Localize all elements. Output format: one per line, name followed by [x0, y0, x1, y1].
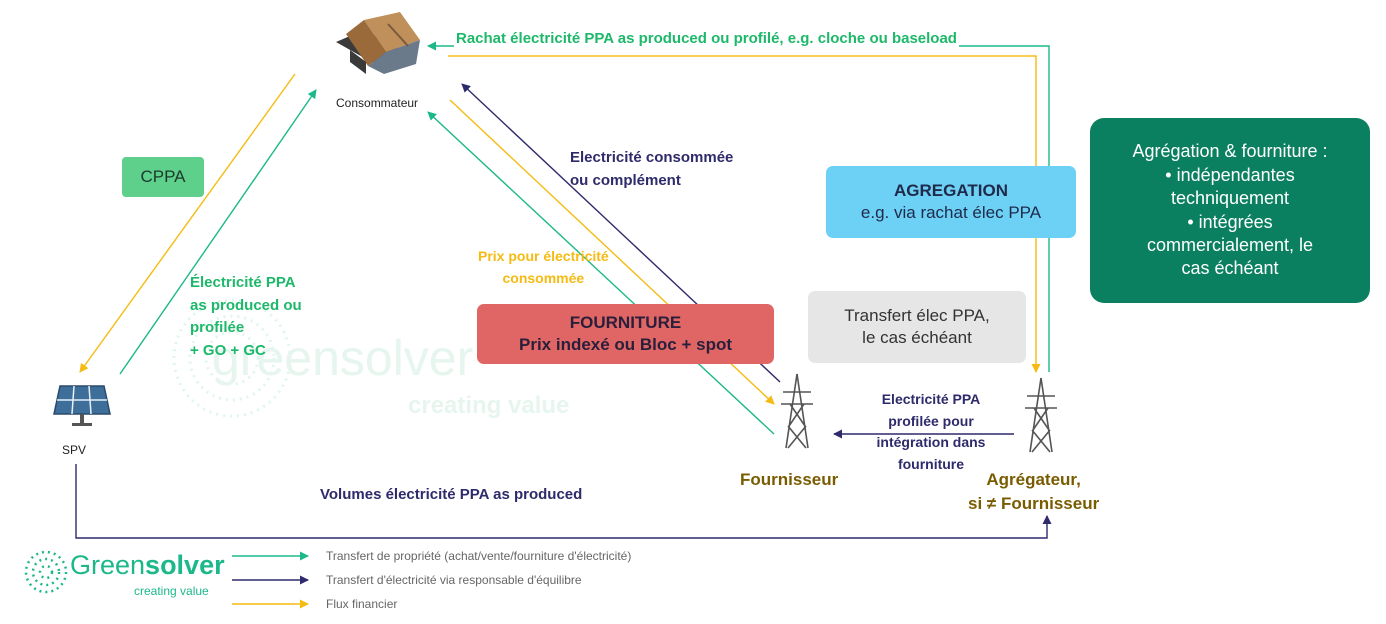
volumes-label: Volumes électricité PPA as produced — [320, 486, 583, 503]
agregation-box: AGREGATION e.g. via rachat élec PPA — [826, 166, 1076, 238]
arrow-supplier-to-consumer-supply — [427, 111, 775, 435]
fourniture-box: FOURNITURE Prix indexé ou Bloc + spot — [477, 304, 774, 364]
price-label-line1: Prix pour électricité — [478, 248, 609, 264]
agregation-box-title: AGREGATION — [894, 180, 1008, 200]
ppa-electricity-line2: as produced ou — [190, 296, 302, 314]
transfert-box: Transfert élec PPA, le cas échéant — [808, 291, 1026, 363]
aggregator-label: Agrégateur, si ≠ Fournisseur — [968, 468, 1099, 516]
info-box-line2: • indépendantes — [1165, 164, 1295, 185]
greensolver-logo-icon — [24, 550, 68, 594]
profiled-electricity-label: Electricité PPA profilée pour intégratio… — [862, 389, 1000, 476]
logo-green: Green — [70, 550, 146, 580]
info-box-line1: Agrégation & fourniture : — [1132, 141, 1328, 162]
arrow-top-ppa-payment — [448, 55, 1041, 373]
fourniture-box-subtitle: Prix indexé ou Bloc + spot — [518, 335, 733, 354]
ppa-electricity-line1: Électricité PPA — [190, 274, 296, 291]
spv-label: SPV — [62, 443, 87, 457]
arrow-spv-to-aggregator-volumes — [75, 464, 1052, 539]
cppa-box-label: CPPA — [140, 166, 186, 186]
arrow-spv-to-consumer-ppa — [119, 89, 317, 375]
fourniture-box-title: FOURNITURE — [569, 312, 682, 332]
consumed-electricity-line1: Electricité consommée — [570, 149, 734, 166]
profiled-electricity-line2: profilée pour — [888, 412, 974, 429]
watermark-word: greensolver — [212, 330, 474, 386]
arrow-consumer-to-spv-payment — [79, 73, 296, 373]
watermark-text: greensolver — [212, 328, 473, 388]
watermark-tagline: creating value — [408, 392, 570, 419]
supplier-label: Fournisseur — [740, 470, 839, 489]
agregation-box-subtitle: e.g. via rachat élec PPA — [860, 203, 1042, 222]
price-label-line2: consommée — [502, 269, 585, 286]
pylon-icon-aggregator — [1025, 377, 1057, 453]
top-flow-label: Rachat électricité PPA as produced ou pr… — [454, 30, 959, 48]
legend-label-ownership: Transfert de propriété (achat/vente/four… — [326, 549, 632, 563]
info-box-line3: techniquement — [1170, 188, 1290, 209]
cppa-box: CPPA — [122, 157, 204, 197]
logo-solver: solver — [145, 550, 225, 580]
profiled-electricity-line3: intégration dans — [876, 434, 986, 451]
profiled-electricity-line4: fourniture — [897, 456, 965, 473]
pylon-icon-supplier — [781, 373, 813, 449]
price-label: Prix pour électricité consommée — [478, 246, 609, 289]
consumer-label: Consommateur — [336, 96, 419, 110]
profiled-electricity-line1: Electricité PPA — [881, 391, 981, 407]
ppa-electricity-line3: profilée — [190, 319, 245, 336]
consumed-electricity-label: Electricité consommée ou complément — [570, 147, 733, 192]
legend-label-balancing: Transfert d'électricité via responsable … — [326, 573, 582, 587]
transfert-box-line1: Transfert élec PPA, — [844, 305, 990, 325]
transfert-box-line2: le cas échéant — [862, 328, 972, 347]
greensolver-logo: Greensolver — [70, 552, 225, 579]
info-box-line4: • intégrées — [1187, 211, 1273, 232]
legend-label-financial: Flux financier — [326, 597, 398, 611]
info-box-line6: cas échéant — [1181, 258, 1279, 279]
aggregator-label-line1: Agrégateur, — [986, 470, 1081, 489]
ppa-electricity-line4: + GO + GC — [190, 341, 266, 359]
watermark — [172, 298, 292, 418]
logo-tagline: creating value — [134, 584, 209, 598]
solar-panel-icon — [53, 385, 111, 426]
info-box: Agrégation & fourniture : • indépendante… — [1090, 118, 1370, 303]
ppa-electricity-label: Électricité PPA as produced ou profilée … — [190, 272, 302, 362]
building-icon — [336, 12, 420, 74]
aggregator-label-line2: si ≠ Fournisseur — [968, 493, 1100, 513]
consumed-electricity-line2: ou complément — [570, 171, 681, 189]
info-box-line5: commercialement, le — [1146, 234, 1314, 255]
